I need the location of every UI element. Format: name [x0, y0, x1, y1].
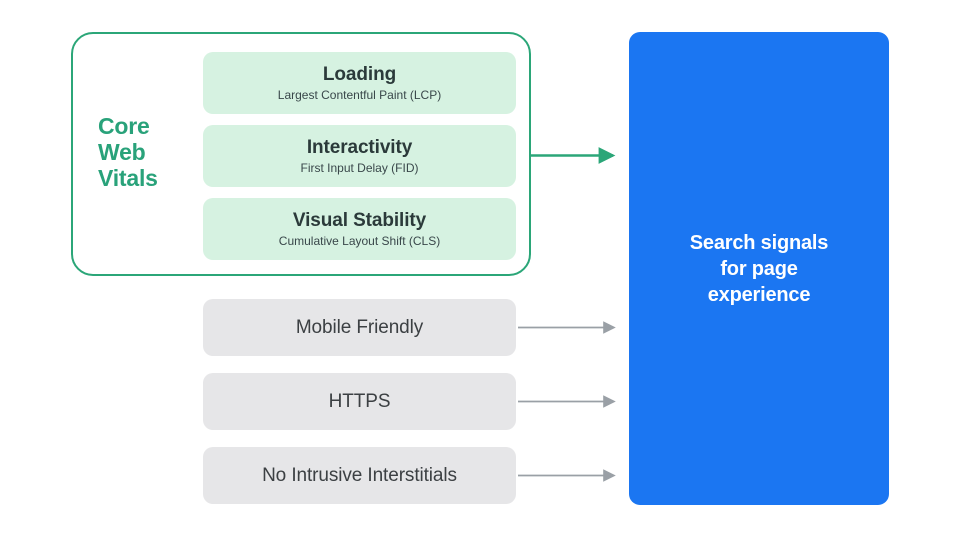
vital-card-visual-stability: Visual Stability Cumulative Layout Shift…	[203, 198, 516, 260]
core-web-vitals-label-line-3: Vitals	[98, 165, 158, 191]
signal-card-label: No Intrusive Interstitials	[262, 464, 457, 486]
signal-card-https: HTTPS	[203, 373, 516, 430]
vital-card-subtitle: First Input Delay (FID)	[300, 160, 419, 175]
vital-card-title: Interactivity	[306, 136, 413, 158]
vital-card-title: Visual Stability	[292, 209, 427, 231]
signal-card-mobile-friendly: Mobile Friendly	[203, 299, 516, 356]
vital-card-subtitle: Largest Contentful Paint (LCP)	[277, 87, 442, 102]
vital-card-subtitle: Cumulative Layout Shift (CLS)	[278, 233, 441, 248]
core-web-vitals-group	[71, 32, 531, 276]
vital-card-loading: Loading Largest Contentful Paint (LCP)	[203, 52, 516, 114]
signal-card-label: Mobile Friendly	[295, 316, 424, 338]
signal-card-no-intrusive-interstitials: No Intrusive Interstitials	[203, 447, 516, 504]
vital-card-title: Loading	[322, 63, 397, 85]
search-signals-panel-text: Search signals for page experience	[689, 231, 829, 306]
core-web-vitals-label-line-1: Core	[98, 113, 150, 139]
vital-card-interactivity: Interactivity First Input Delay (FID)	[203, 125, 516, 187]
core-web-vitals-label-line-2: Web	[98, 139, 146, 165]
search-signals-panel: Search signals for page experience	[629, 32, 889, 505]
core-web-vitals-group-label: Core Web Vitals	[98, 113, 194, 191]
signal-card-label: HTTPS	[328, 390, 391, 412]
